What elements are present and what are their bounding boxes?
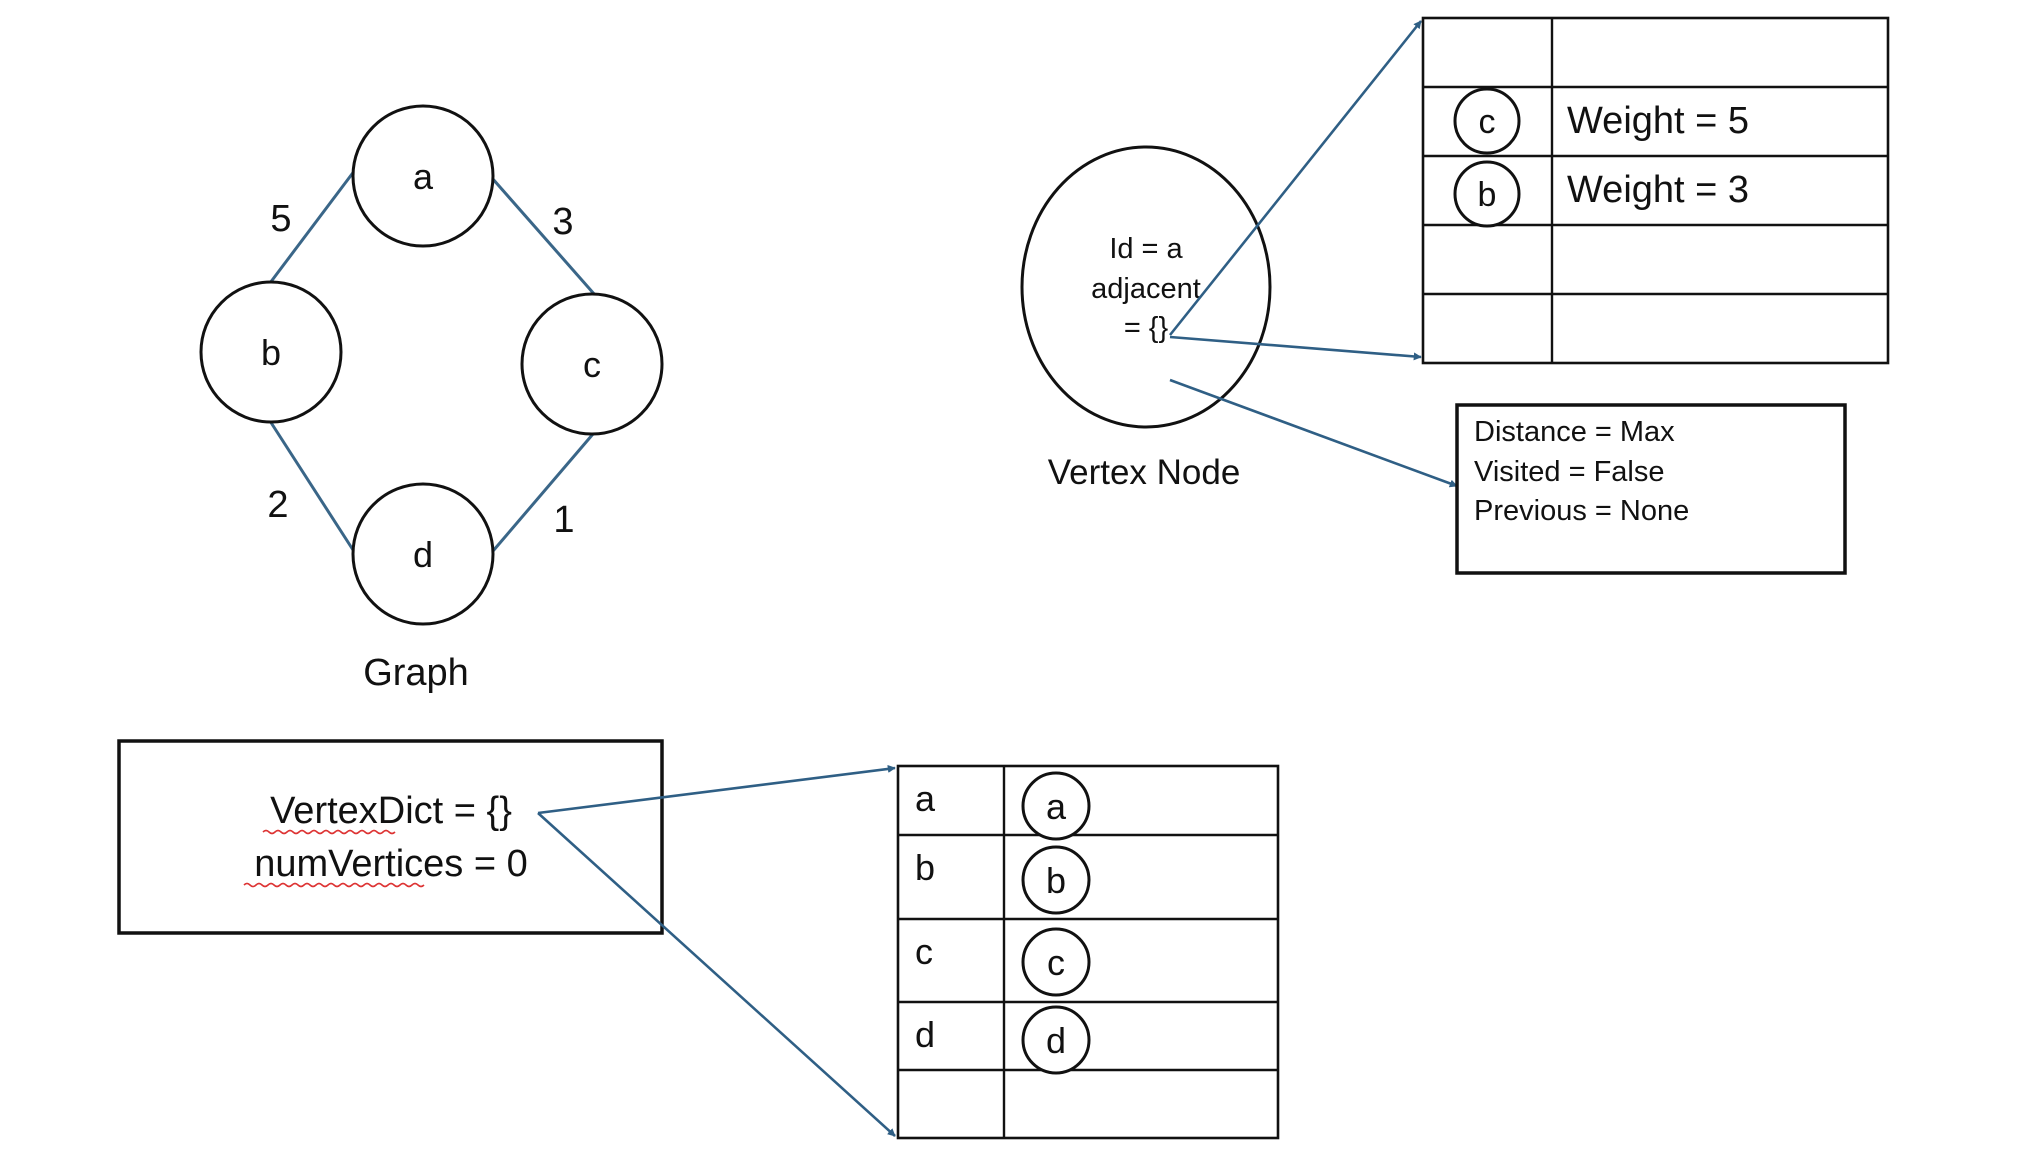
adjacency-weight: Weight = 5 [1567, 100, 1749, 142]
graph-node-c-label: c [583, 344, 601, 385]
state-visited: Visited = False [1474, 456, 1664, 488]
vertex-dict-node-label: a [1046, 786, 1067, 827]
state-previous: Previous = None [1474, 495, 1689, 527]
adjacency-arrow-top [1168, 20, 1423, 336]
state-arrow [1169, 378, 1458, 488]
graph-caption: Graph [363, 652, 469, 694]
vertex-node-diagram: Id = a adjacent = {} Vertex Node [1020, 20, 1458, 492]
vertexdict-arrow-bottom [537, 812, 896, 1137]
vertex-dict-key: b [915, 847, 935, 888]
graph-node-d: d [351, 482, 495, 626]
graph-node-a: a [351, 104, 495, 248]
vertex-node-ellipse [1020, 145, 1272, 429]
vertex-dict-key: a [915, 778, 936, 819]
graph-node-b: b [199, 280, 343, 424]
graph-node-c: c [520, 292, 664, 436]
edge-c-d [491, 433, 595, 552]
adjacency-node-label: c [1479, 103, 1496, 141]
adjacency-node-label: b [1478, 176, 1497, 214]
spellcheck-underline-numvertices [243, 882, 425, 888]
edge-weight-c-d: 1 [553, 499, 574, 541]
vertex-node-adjacent-value: = {} [1124, 312, 1169, 344]
edge-weight-b-d: 2 [267, 484, 288, 526]
edge-b-d [268, 420, 357, 554]
adjacency-row: c Weight = 5 [1453, 87, 1749, 155]
vertexdict-arrow-top [537, 764, 896, 815]
vertex-dict-key: c [915, 931, 933, 972]
adjacency-node-circle [1453, 160, 1521, 228]
graph-vertexdict: VertexDict = {} [270, 790, 512, 832]
graph-node-d-label: d [413, 534, 433, 575]
graph-diagram: a b c d 5 3 2 1 Graph [199, 104, 664, 694]
edge-weight-a-b: 5 [270, 198, 291, 240]
vertex-dict-node-circle [1021, 927, 1091, 997]
graph-node-b-label: b [261, 332, 281, 373]
edge-a-c [490, 177, 597, 296]
vertex-dict-node-circle [1021, 845, 1091, 915]
adjacency-row: b Weight = 3 [1453, 160, 1749, 228]
edge-a-b [268, 169, 357, 284]
vertex-dict-row: d d [915, 1005, 1091, 1075]
vertex-node-caption: Vertex Node [1048, 453, 1241, 492]
vertex-dict-node-label: d [1046, 1020, 1066, 1061]
adjacency-node-circle [1453, 87, 1521, 155]
vertex-node-id: Id = a [1109, 233, 1183, 265]
vertex-dict-row: a a [915, 771, 1091, 841]
graph-node-a-label: a [413, 156, 434, 197]
adjacency-table: c Weight = 5 b Weight = 3 [1421, 16, 1890, 365]
spellcheck-underline-vertexdict [262, 829, 396, 835]
vertex-dict-row: c c [915, 927, 1091, 997]
state-distance: Distance = Max [1474, 416, 1675, 448]
adjacency-arrow-bottom [1169, 335, 1422, 361]
vertex-dict-node-label: b [1046, 860, 1066, 901]
vertex-dict-table: a a b b c c d d [896, 764, 1280, 1140]
graph-numvertices: numVertices = 0 [254, 843, 528, 885]
vertex-dict-row: b b [915, 845, 1091, 915]
graph-class-box: VertexDict = {} numVertices = 0 [117, 739, 896, 1137]
vertex-dict-node-label: c [1047, 942, 1065, 983]
edge-weight-a-c: 3 [552, 201, 573, 243]
vertex-dict-node-circle [1021, 1005, 1091, 1075]
vertex-dict-key: d [915, 1014, 935, 1055]
vertex-state-box: Distance = Max Visited = False Previous … [1455, 403, 1847, 575]
adjacency-weight: Weight = 3 [1567, 169, 1749, 211]
vertex-dict-node-circle [1021, 771, 1091, 841]
vertex-node-adjacent: adjacent [1091, 273, 1201, 305]
